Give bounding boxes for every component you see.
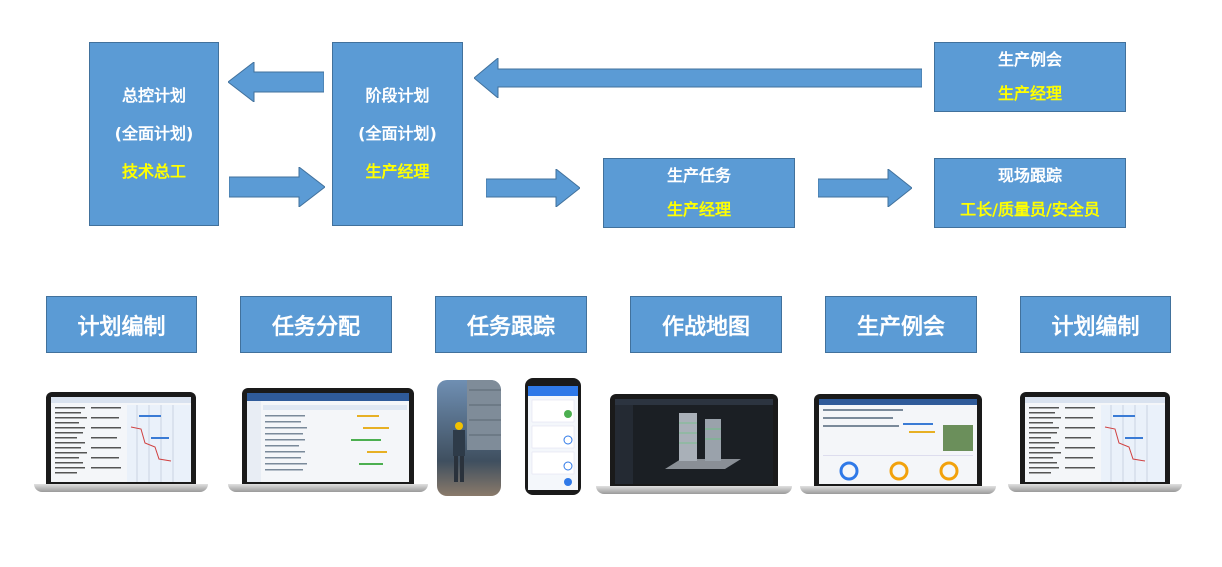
- module-label-battle-map: 作战地图: [630, 296, 782, 353]
- stage-plan-subtitle: (全面计划): [358, 124, 437, 143]
- site-tracking-role: 工长/质量员/安全员: [960, 200, 1100, 219]
- laptop-plan-compile-2: [1008, 392, 1182, 492]
- master-plan-box: 总控计划 (全面计划) 技术总工: [89, 42, 219, 226]
- screenshot-task-list: [247, 393, 409, 482]
- arrow-stage-to-master: [228, 62, 324, 102]
- laptop-task-assign: [228, 388, 428, 492]
- production-task-title: 生产任务: [666, 166, 731, 185]
- screenshot-meeting-dashboard: [819, 399, 977, 484]
- photo-site-worker: [437, 380, 501, 496]
- production-meeting-title: 生产例会: [997, 50, 1062, 69]
- screenshot-mobile-app: [528, 386, 578, 490]
- module-label-task-tracking: 任务跟踪: [435, 296, 587, 353]
- screenshot-3d-site-map: [615, 399, 773, 484]
- stage-plan-role: 生产经理: [365, 162, 430, 181]
- production-meeting-box: 生产例会 生产经理: [934, 42, 1126, 112]
- laptop-battle-map: [596, 394, 792, 494]
- module-label-production-meeting: 生产例会: [825, 296, 977, 353]
- module-label-task-assign: 任务分配: [240, 296, 392, 353]
- screenshot-plan-table-2: [1025, 397, 1165, 482]
- production-task-role: 生产经理: [666, 200, 731, 219]
- site-tracking-box: 现场跟踪 工长/质量员/安全员: [934, 158, 1126, 228]
- laptop-plan-compile: [34, 392, 208, 492]
- laptop-production-meeting: [800, 394, 996, 494]
- master-plan-role: 技术总工: [121, 162, 186, 181]
- production-task-box: 生产任务 生产经理: [603, 158, 795, 228]
- master-plan-subtitle: (全面计划): [114, 124, 194, 143]
- production-meeting-role: 生产经理: [997, 84, 1062, 103]
- screenshot-plan-table: [51, 397, 191, 482]
- arrow-master-to-stage: [229, 167, 325, 207]
- module-label-plan-compile: 计划编制: [46, 296, 197, 353]
- stage-plan-box: 阶段计划 (全面计划) 生产经理: [332, 42, 463, 226]
- module-label-plan-compile-2: 计划编制: [1020, 296, 1171, 353]
- arrow-task-to-tracking: [818, 169, 912, 207]
- site-tracking-title: 现场跟踪: [997, 166, 1062, 185]
- stage-plan-title: 阶段计划: [365, 86, 430, 105]
- arrow-meeting-to-stage: [474, 58, 922, 98]
- arrow-stage-to-task: [486, 169, 580, 207]
- master-plan-title: 总控计划: [121, 86, 186, 105]
- phone-task-tracking: [525, 378, 581, 495]
- hardhat-icon: [455, 422, 463, 430]
